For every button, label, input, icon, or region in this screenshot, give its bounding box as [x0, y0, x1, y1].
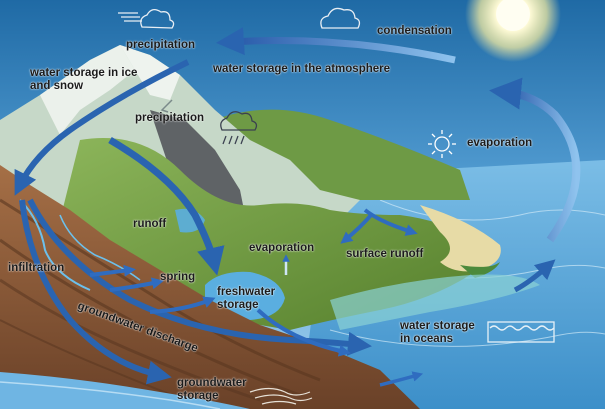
runoff-label: runoff	[133, 218, 167, 230]
runoff-arrow	[108, 136, 225, 276]
beach	[420, 205, 501, 272]
rain-cloud-icon	[118, 8, 175, 29]
spring-label: spring	[160, 271, 196, 283]
precipitation-label: precipitation	[126, 39, 196, 51]
condensation-label: condensation	[377, 25, 452, 37]
cloud-icon	[320, 7, 361, 29]
precipitation-mountain-label: precipitation	[135, 112, 205, 124]
evaporation-arc-arrow	[489, 77, 581, 243]
infiltration-label: infiltration	[8, 262, 65, 274]
groundwater-stream	[0, 372, 250, 409]
precipitation-arrow	[14, 59, 190, 196]
groundwater-flow-icon	[249, 387, 313, 405]
water-storage-atmosphere-label: water storage in the atmosphere	[213, 63, 391, 75]
water-storage-oceans-label: water storage in oceans	[400, 320, 475, 345]
infiltration-arrow	[19, 199, 172, 385]
groundwater-discharge-arrow	[27, 198, 372, 356]
sun-icon	[428, 130, 456, 158]
surface-runoff-arrow	[363, 208, 418, 236]
water-storage-ice-snow-label: water storage in ice and snow	[30, 67, 138, 92]
ocean-evaporation-arrow	[513, 259, 556, 293]
surface-runoff-label: surface runoff	[346, 248, 424, 260]
groundwater-storage-label: groundwater storage	[177, 377, 247, 402]
rain-cloud-icon	[220, 111, 258, 145]
sun-core	[496, 0, 530, 31]
waves-icon	[487, 321, 555, 343]
atmosphere-arrow	[216, 27, 456, 64]
evaporation-ocean-label: evaporation	[467, 137, 533, 149]
freshwater-storage-label: freshwater storage	[217, 286, 276, 311]
evaporation-lake-label: evaporation	[249, 242, 315, 254]
